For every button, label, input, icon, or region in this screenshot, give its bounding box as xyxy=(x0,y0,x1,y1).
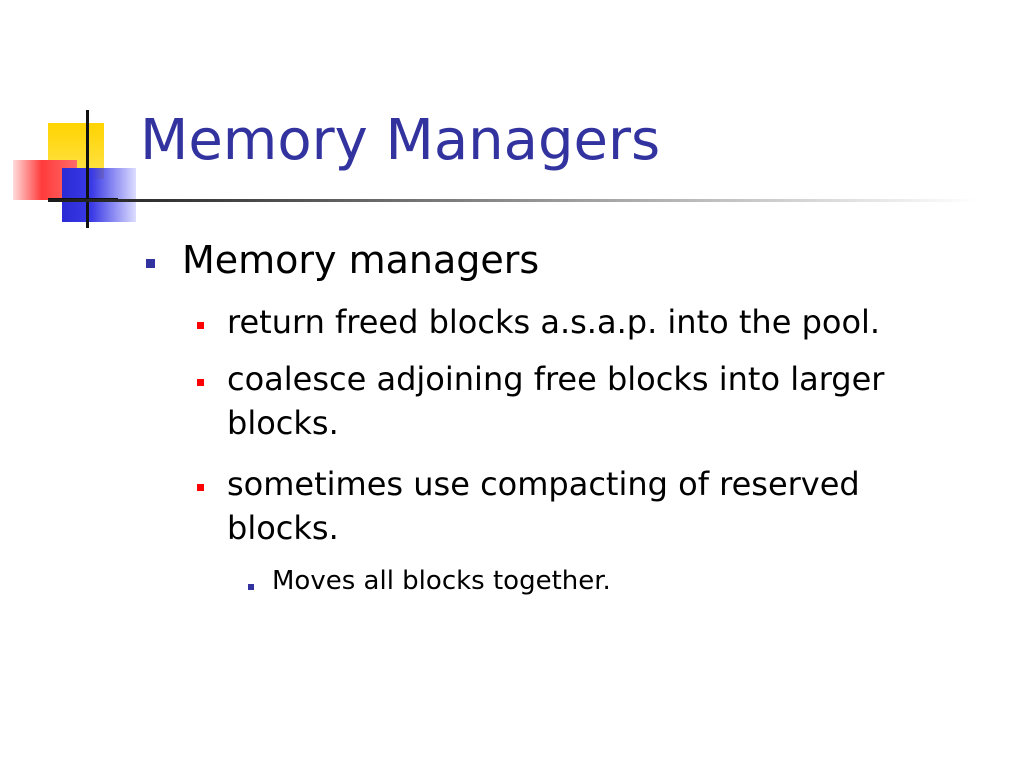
bullet-level-3: Moves all blocks together. xyxy=(272,566,611,596)
logo-blue-square xyxy=(62,168,136,222)
corner-logo xyxy=(0,0,150,240)
slide-title: Memory Managers xyxy=(140,108,661,173)
bullet-square-icon xyxy=(197,379,204,386)
logo-vertical-line xyxy=(86,110,89,228)
bullet-square-icon xyxy=(197,484,204,491)
bullet-level-2: sometimes use compacting of reserved blo… xyxy=(227,465,860,547)
bullet-level-2: coalesce adjoining free blocks into larg… xyxy=(227,360,885,442)
title-divider xyxy=(48,199,978,202)
bullet-level-2: return freed blocks a.s.a.p. into the po… xyxy=(227,303,881,341)
bullet-level-1: Memory managers xyxy=(182,238,540,282)
bullet-square-icon xyxy=(197,322,204,329)
bullet-square-icon xyxy=(248,584,254,590)
bullet-square-icon xyxy=(146,259,155,268)
